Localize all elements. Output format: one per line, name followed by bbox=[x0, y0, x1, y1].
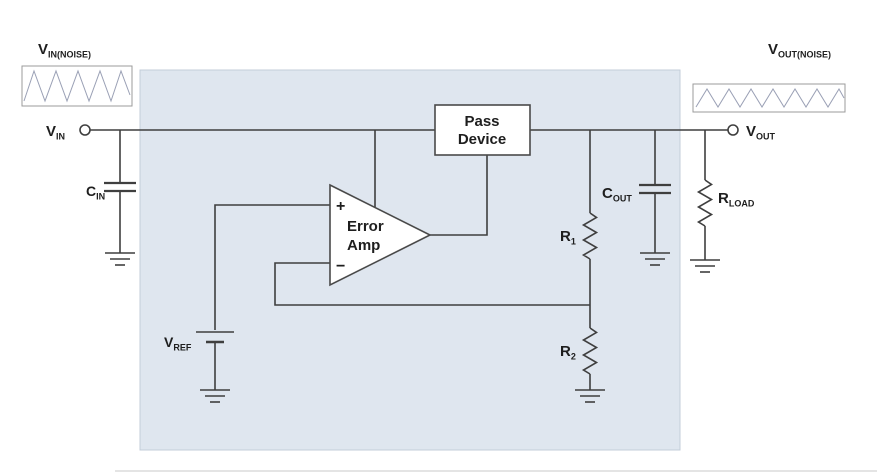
vref-label: VREF bbox=[164, 334, 192, 353]
r1-label: R1 bbox=[560, 228, 576, 247]
circuit-wiring bbox=[90, 129, 728, 390]
vin-noise-waveform bbox=[21, 65, 133, 107]
vin-terminal bbox=[79, 124, 91, 136]
error-amp-plus-sign: + bbox=[336, 198, 345, 215]
rload-ground-symbol bbox=[690, 259, 720, 273]
error-amp-label-line2: Amp bbox=[347, 237, 380, 254]
error-amplifier: + − Error Amp bbox=[329, 183, 432, 287]
cout-label: COUT bbox=[602, 185, 632, 204]
ldo-ic-block bbox=[139, 69, 681, 451]
vout-terminal bbox=[727, 124, 739, 136]
pass-device-block: Pass Device bbox=[434, 104, 531, 156]
r2-label: R2 bbox=[560, 343, 576, 362]
input-capacitor-cin bbox=[104, 181, 136, 266]
pass-device-label-line2: Device bbox=[458, 131, 506, 148]
error-amp-minus-sign: − bbox=[336, 258, 345, 275]
feedback-resistor-r1 bbox=[581, 212, 599, 260]
r2-ground-symbol bbox=[575, 389, 605, 403]
load-resistor-rload bbox=[696, 179, 714, 227]
load-resistor-rload-group bbox=[690, 179, 720, 273]
cin-ground-symbol bbox=[105, 252, 135, 266]
vin-label: VIN bbox=[46, 123, 65, 142]
pass-device-box bbox=[434, 104, 531, 156]
vout-noise-wave bbox=[695, 88, 845, 108]
reference-voltage-source bbox=[196, 331, 234, 403]
feedback-wire bbox=[274, 262, 590, 306]
error-amp-triangle bbox=[329, 183, 432, 287]
plus-input-wire bbox=[214, 204, 330, 330]
rload-label: RLOAD bbox=[718, 190, 755, 209]
feedback-resistor-r2 bbox=[581, 327, 599, 375]
vin-noise-label: VIN(NOISE) bbox=[38, 41, 91, 60]
cin-label: CIN bbox=[86, 183, 105, 202]
amp-output-wire bbox=[430, 155, 488, 236]
cout-ground-symbol bbox=[640, 252, 670, 266]
vin-noise-wave bbox=[23, 69, 131, 103]
vout-noise-waveform bbox=[692, 83, 846, 113]
vout-noise-label: VOUT(NOISE) bbox=[768, 41, 831, 60]
output-capacitor-cout bbox=[639, 183, 671, 266]
vref-ground-symbol bbox=[200, 389, 230, 403]
pass-device-label-line1: Pass bbox=[464, 113, 499, 130]
error-amp-label-line1: Error bbox=[347, 218, 384, 235]
vout-label: VOUT bbox=[746, 123, 776, 142]
feedback-resistor-r2-group bbox=[575, 327, 605, 403]
